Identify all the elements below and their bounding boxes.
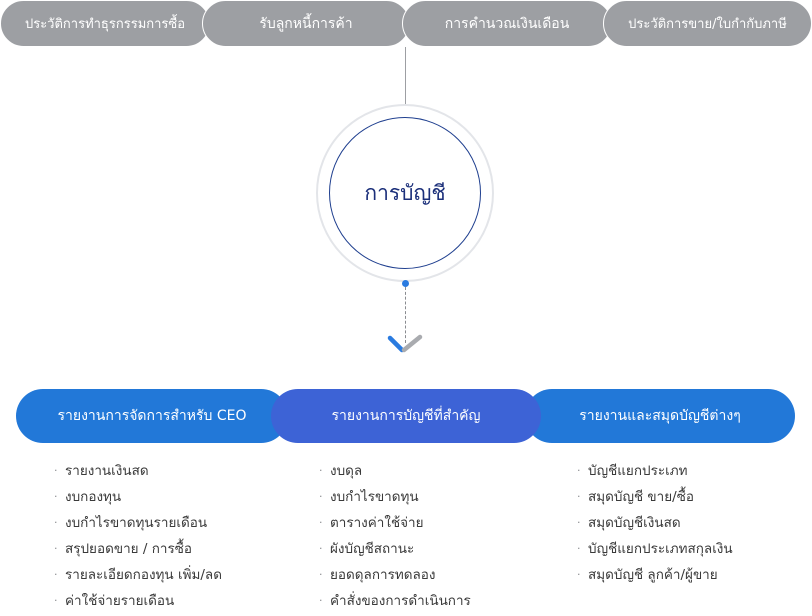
chevron-down-icon [387,334,423,353]
ceo-reports-list: ·รายงานเงินสด ·งบกองทุน ·งบกำไรขาดทุนราย… [54,460,222,616]
dashed-connector [405,287,406,343]
tab-accounts-receivable[interactable]: รับลูกหนี้การค้า [202,0,410,47]
category-key-accounting-reports[interactable]: รายงานการบัญชีที่สำคัญ [271,389,541,443]
tab-payroll[interactable]: การคำนวณเงินเดือน [402,0,612,47]
list-item: ·ตารางค่าใช้จ่าย [319,515,424,531]
list-item: ·ค่าใช้จ่ายรายเดือน [54,593,175,609]
list-item: ·สมุดบัญชีเงินสด [577,515,681,531]
list-item: ·งบดุล [319,463,363,479]
list-item: ·งบกำไรขาดทุน [319,489,419,505]
list-item: ·สมุดบัญชี ขาย/ซื้อ [577,489,694,505]
list-item: ·ยอดดุลการทดลอง [319,567,436,583]
list-item: ·สรุปยอดขาย / การซื้อ [54,541,192,557]
category-books-reports[interactable]: รายงานและสมุดบัญชีต่างๆ [525,389,795,443]
tab-purchase-history[interactable]: ประวัติการทำธุรกรรมการซื้อ [0,0,210,47]
list-item: ·รายงานเงินสด [54,463,149,479]
center-circle: การบัญชี [329,117,481,269]
center-label: การบัญชี [364,180,446,205]
list-item: ·งบกองทุน [54,489,122,505]
category-ceo-reports[interactable]: รายงานการจัดการสำหรับ CEO [16,389,288,443]
list-item: ·บัญชีแยกประเภท [577,463,688,479]
list-item: ·ผังบัญชีสถานะ [319,541,415,557]
tab-sales-history[interactable]: ประวัติการขาย/ใบกำกับภาษี [603,0,812,47]
list-item: ·รายละเอียดกองทุน เพิ่ม/ลด [54,567,222,583]
list-item: ·บัญชีแยกประเภทสกุลเงิน [577,541,733,557]
list-item: ·สมุดบัญชี ลูกค้า/ผู้ขาย [577,567,718,583]
connector-line [405,47,406,105]
list-item: ·งบกำไรขาดทุนรายเดือน [54,515,208,531]
list-item: ·คำสั่งของการดำเนินการ [319,593,471,609]
books-reports-list: ·บัญชีแยกประเภท ·สมุดบัญชี ขาย/ซื้อ ·สมุ… [577,460,733,590]
connector-dot [402,280,409,287]
key-accounting-reports-list: ·งบดุล ·งบกำไรขาดทุน ·ตารางค่าใช้จ่าย ·ผ… [319,460,471,616]
